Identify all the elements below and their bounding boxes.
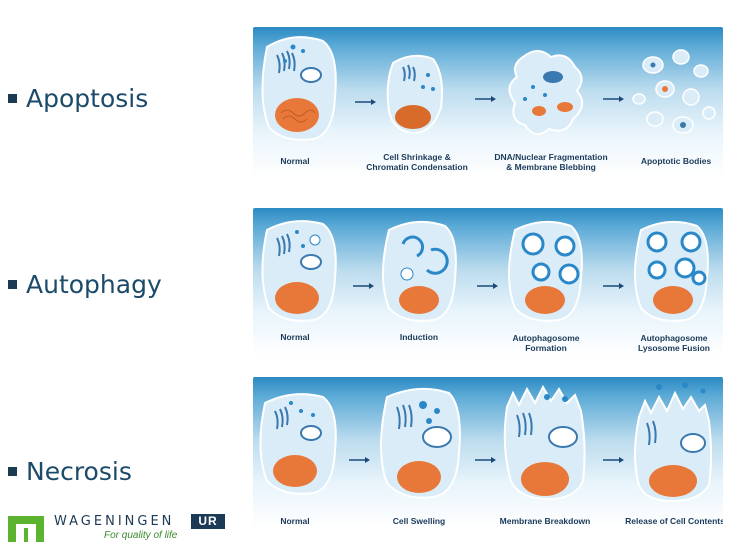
stage-label: Membrane Breakdown: [500, 516, 591, 526]
normal-cell: [261, 36, 337, 141]
condensed-nucleus-icon: [395, 105, 431, 129]
bullet-square-icon: [8, 280, 17, 289]
stage-label: Apoptotic Bodies: [641, 156, 712, 166]
bullet-label: Apoptosis: [26, 84, 149, 113]
bullet-apoptosis: Apoptosis: [8, 84, 148, 113]
autophagy-diagram: Normal Induction Autophagosome Formation: [261, 220, 710, 353]
necrosis-panel: Normal Cell Swelling Membrane Breakdow: [253, 377, 723, 528]
normal-cell: [261, 220, 337, 322]
autophagosome-lysosome-fusion-cell: [634, 220, 709, 322]
logo-emblem-icon: [8, 516, 44, 542]
stage-label: Cell Swelling: [393, 516, 445, 526]
stage-label: Cell Shrinkage &: [383, 152, 451, 162]
stage-label: Normal: [280, 516, 309, 526]
bullet-label: Autophagy: [26, 270, 162, 299]
stage-label: Lysosome Fusion: [638, 343, 710, 353]
logo-wordmark: WAGENINGEN: [54, 514, 175, 529]
stage-label: Release of Cell Contents: [625, 516, 723, 526]
apoptosis-diagram: Normal Cell Shrinkage & Chromatin Conden…: [261, 36, 716, 172]
necrosis-diagram: Normal Cell Swelling Membrane Breakdow: [259, 382, 723, 526]
stage-label: Autophagosome: [512, 333, 579, 343]
stage-label: Normal: [280, 332, 309, 342]
bullet-label: Necrosis: [26, 457, 132, 486]
apoptosis-panel: Normal Cell Shrinkage & Chromatin Conden…: [253, 27, 723, 177]
bullet-square-icon: [8, 467, 17, 476]
wageningen-ur-logo: WAGENINGEN UR For quality of life: [8, 512, 228, 545]
membrane-breakdown-cell: [503, 384, 586, 501]
stage-label: Autophagosome: [640, 333, 707, 343]
bullet-autophagy: Autophagy: [8, 270, 162, 299]
apoptotic-bodies: [632, 49, 716, 134]
stage-label: Normal: [280, 156, 309, 166]
normal-cell: [259, 393, 337, 495]
shrinking-cell: [386, 54, 443, 135]
induction-cell: [382, 220, 457, 322]
stage-label: Formation: [525, 343, 567, 353]
swelling-cell: [380, 387, 461, 499]
release-of-contents-cell: [634, 382, 712, 503]
blebbing-cell: [508, 50, 584, 136]
nucleus-icon: [275, 98, 319, 132]
autophagy-panel: Normal Induction Autophagosome Formation: [253, 208, 723, 356]
bullet-square-icon: [8, 94, 17, 103]
logo-badge: UR: [191, 514, 225, 529]
mitochondrion-icon: [300, 67, 322, 83]
stage-label: & Membrane Blebbing: [506, 162, 596, 172]
stage-label: Chromatin Condensation: [366, 162, 468, 172]
stage-label: DNA/Nuclear Fragmentation: [494, 152, 607, 162]
autophagosome-formation-cell: [508, 220, 583, 322]
logo-tagline: For quality of life: [104, 530, 178, 541]
bullet-necrosis: Necrosis: [8, 457, 132, 486]
stage-label: Induction: [400, 332, 438, 342]
